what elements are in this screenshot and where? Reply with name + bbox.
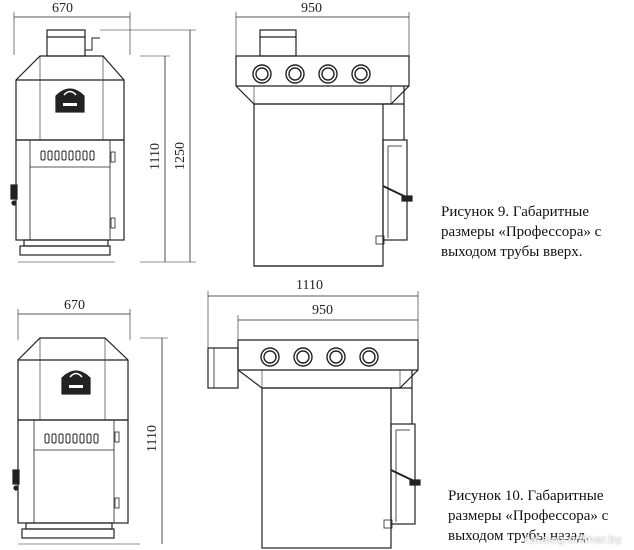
round-ports-icon [260, 347, 379, 367]
door-handle-icon [390, 469, 421, 486]
fig9-dim-height-body: 1110 [148, 143, 163, 170]
fig9-caption-line1: Рисунок 9. Габаритные [441, 204, 589, 220]
fig9-side-view: 950 [235, 1, 413, 267]
fig9-height-dimensions: 1110 1250 [100, 29, 196, 263]
vent-slots-icon [44, 433, 99, 444]
round-ports-icon [252, 64, 371, 84]
door-handle-icon [382, 185, 413, 202]
fig9-caption-line2: размеры «Профессора» с [441, 224, 602, 240]
fig9-dim-height-total: 1250 [173, 142, 188, 170]
fig10-caption: Рисунок 10. Габаритные размеры «Профессо… [448, 486, 608, 546]
fig10-caption-line1: Рисунок 10. Габаритные [448, 488, 604, 504]
fig10-side-view: 1110 950 [207, 278, 421, 549]
fig10-dim-height-body: 1110 [145, 425, 160, 452]
door-handle-icon [12, 469, 20, 491]
fig10-caption-line3: выходом трубы назад. [448, 528, 589, 544]
fig9-caption-line3: выходом трубы вверх. [441, 244, 583, 260]
fig10-dim-total-length: 1110 [296, 278, 323, 293]
vent-slots-icon [40, 150, 95, 161]
fig9-caption: Рисунок 9. Габаритные размеры «Профессор… [441, 202, 601, 262]
fig10-dim-front-width: 670 [64, 298, 85, 313]
watermark: catalog.onliner.by [523, 533, 622, 546]
fig10-front-view: 670 [12, 298, 140, 545]
fig9-dim-side-width: 950 [301, 1, 322, 16]
fig10-caption-line2: размеры «Профессора» с [448, 508, 609, 524]
fig9-dim-front-width: 670 [52, 1, 73, 16]
fig9-front-view: 670 [10, 1, 131, 263]
door-handle-icon [10, 184, 18, 206]
fig10-dim-side-width: 950 [312, 303, 333, 318]
logo-badge-icon [61, 370, 91, 395]
fig10-height-dimension: 1110 [140, 337, 168, 544]
logo-badge-icon [55, 88, 85, 113]
